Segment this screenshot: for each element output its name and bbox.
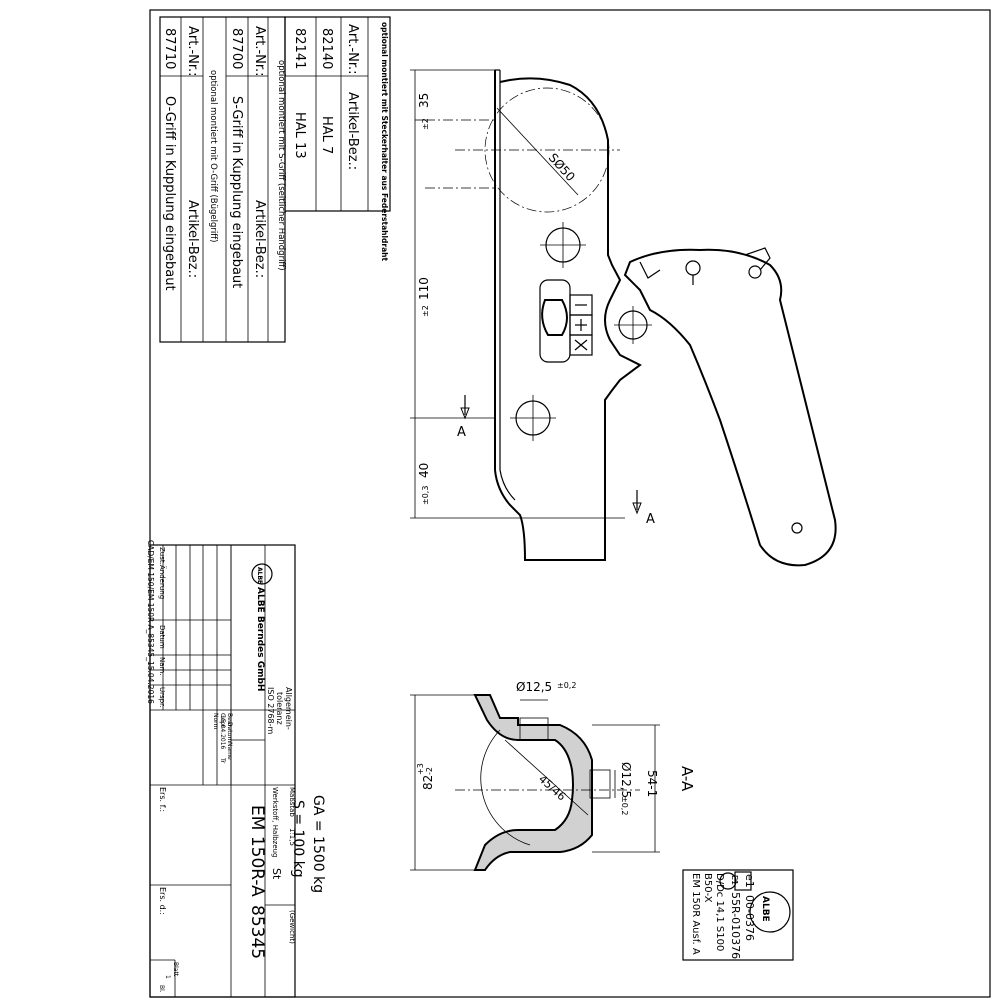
dim-35: 35 bbox=[417, 93, 431, 108]
parts-table-2-bez-0: S-Griff in Kupplung eingebaut bbox=[229, 96, 244, 288]
rev-urspr: Urspr. bbox=[158, 687, 166, 708]
dim-40-tol: ±0,3 bbox=[421, 486, 430, 505]
company-name: ALBE Berndes GmbH bbox=[255, 587, 265, 691]
blatt-value: 1 bbox=[164, 975, 171, 979]
approval-label: ALBE e1 00-0376 E1 55R-010376 D/Dc 14,1 … bbox=[682, 869, 794, 961]
section-profile bbox=[473, 694, 593, 871]
rev-nam: Nam. bbox=[158, 657, 166, 676]
albe-approval-logo-icon bbox=[749, 891, 791, 933]
parts-table-1-art-1: 82141 bbox=[292, 28, 307, 69]
sheet-border bbox=[149, 9, 991, 998]
gepr-label: Gepr. bbox=[219, 713, 226, 729]
bear-label: Bear. bbox=[226, 713, 233, 728]
parts-table-2-header-bez-0: Artikel-Bez.: bbox=[252, 200, 267, 278]
bl-label: Bl. bbox=[158, 985, 165, 993]
parts-table-2: optional montiert mit S-Griff (seitliche… bbox=[159, 16, 286, 343]
parts-table-1-title: optional montiert mit Steckerhalter aus … bbox=[380, 22, 389, 262]
parts-table-2-header-bez-1: Artikel-Bez.: bbox=[185, 200, 200, 278]
albe-approval-logo-text: ALBE bbox=[760, 896, 770, 922]
albe-logo-icon bbox=[251, 563, 273, 585]
cross-box bbox=[569, 334, 593, 356]
albe-logo-text: ALBE bbox=[256, 567, 263, 584]
load-ratings: GA = 1500 kg S = 100 kg bbox=[290, 795, 326, 893]
section-mark-right: A bbox=[646, 512, 655, 527]
rev-datum: Datum bbox=[158, 625, 166, 649]
dim-12-side: Ø12,5 bbox=[619, 762, 633, 798]
dim-35-tol: ±2 bbox=[421, 118, 430, 130]
norm-label: Norm bbox=[212, 713, 219, 730]
dim-82-tol-dn: -2 bbox=[425, 767, 434, 775]
approval-num1: 00-0376 bbox=[743, 895, 756, 941]
massstab-label: Maßstab bbox=[288, 787, 296, 817]
parts-table-1: optional montiert mit Steckerhalter aus … bbox=[284, 16, 391, 262]
name-value: Tr bbox=[219, 757, 226, 764]
lever-key-hole bbox=[685, 260, 701, 276]
dim-40: 40 bbox=[417, 463, 431, 478]
rev-zust: Zust. bbox=[158, 547, 166, 565]
approval-line3: D/Dc 14,1 S100 bbox=[714, 873, 725, 951]
load-ga: GA = 1500 kg bbox=[310, 795, 326, 893]
parts-table-2-bez-1: O-Griff in Kupplung eingebaut bbox=[162, 96, 177, 291]
dim-12-top-tol: ±0,2 bbox=[557, 681, 576, 690]
load-s: S = 100 kg bbox=[290, 800, 306, 878]
approval-num2: 55R-010376 bbox=[729, 892, 742, 959]
parts-table-2-header-art-0: Art.-Nr.: bbox=[252, 26, 267, 77]
dim-54: 54-1 bbox=[645, 770, 659, 797]
tolerance-1: toleranz bbox=[275, 692, 284, 725]
parts-table-1-header-bez: Artikel-Bez.: bbox=[345, 92, 360, 170]
ers-durch: Ers. d.: bbox=[158, 887, 167, 915]
parts-table-2-art-0: 87700 bbox=[229, 28, 244, 69]
ece-mark: E1 bbox=[730, 875, 739, 885]
main-view: A A 35 ±2 110 ±2 40 ±0,3 SØ50 bbox=[410, 69, 837, 567]
date-value: 15.04.2016 bbox=[219, 715, 226, 750]
name-label: Name bbox=[226, 742, 233, 760]
parts-table-2-header-art-1: Art.-Nr.: bbox=[185, 26, 200, 77]
lever-end-hole bbox=[791, 522, 803, 534]
parts-table-2-note-0: optional montiert mit S-Griff (seitliche… bbox=[276, 60, 286, 271]
parts-table-1-bez-0: HAL 7 bbox=[319, 116, 334, 154]
lever-handle bbox=[623, 248, 837, 567]
ers-fuer: Ers. f.: bbox=[158, 787, 167, 812]
coupling-body-outline bbox=[494, 70, 642, 561]
approval-line5: EM 150R Ausf. A bbox=[690, 873, 701, 955]
tolerance-0: Allgemein- bbox=[284, 687, 293, 730]
dim-45-46: 45/46 bbox=[536, 773, 568, 804]
rev-aenderung: Änderung bbox=[158, 565, 167, 599]
e-mark: e1 bbox=[743, 874, 756, 888]
parts-table-1-header-art: Art.-Nr.: bbox=[345, 24, 360, 75]
section-title: A-A bbox=[678, 766, 696, 792]
massstab-value: 1:1,5 bbox=[288, 828, 296, 846]
parts-table-1-bez-1: HAL 13 bbox=[292, 112, 307, 159]
dim-12-top: Ø12,5 bbox=[516, 680, 552, 694]
drawing-number: 85345 bbox=[247, 905, 267, 959]
dim-82-tol-up: +3 bbox=[416, 763, 425, 775]
tolerance-2: ISO 2768-m bbox=[266, 687, 275, 735]
datum-label: Datum bbox=[226, 722, 233, 742]
werkstoff-label: Werkstoff, Halbzeug bbox=[271, 787, 279, 858]
section-mark-left: A bbox=[457, 425, 466, 440]
drawing-name: EM 150R-A bbox=[247, 805, 267, 897]
dim-sphere: SØ50 bbox=[546, 151, 578, 184]
dim-12-side-tol: ±0,2 bbox=[620, 796, 629, 815]
dim-110: 110 bbox=[417, 277, 431, 300]
blatt-label: Blatt bbox=[172, 962, 179, 977]
parts-table-1-art-0: 82140 bbox=[319, 28, 334, 69]
section-view: 45/46 82 +3 -2 54-1 Ø12,5 ±0,2 Ø12,5 ±0,… bbox=[410, 680, 696, 871]
dim-82: 82 bbox=[421, 775, 435, 790]
gewicht-label: (Gewicht) bbox=[288, 910, 296, 944]
approval-line4: B50-X bbox=[702, 873, 713, 903]
parts-table-2-art-1: 87710 bbox=[162, 28, 177, 69]
parts-table-2-note-1: optional montiert mit O-Griff (Bügelgrif… bbox=[208, 70, 218, 242]
title-block: CAD/EM 150/EM 150R-A_85345_15.04.2016 Zu… bbox=[146, 540, 296, 998]
werkstoff-value: St bbox=[270, 868, 283, 880]
indicator-window bbox=[539, 279, 571, 363]
dim-110-tol: ±2 bbox=[421, 305, 430, 317]
